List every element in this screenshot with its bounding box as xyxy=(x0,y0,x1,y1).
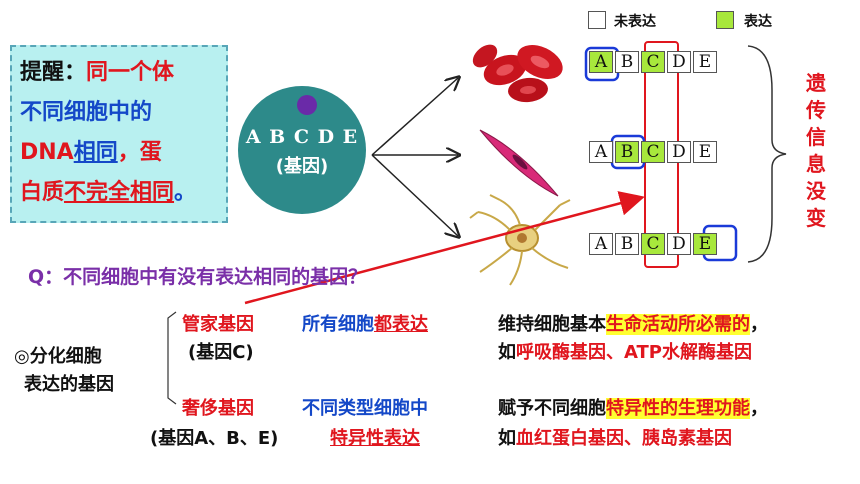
housekeeping-desc-a: 所有细胞 xyxy=(302,314,374,335)
cell-genes: A B C D E xyxy=(245,126,359,148)
nucleus-dot xyxy=(297,95,317,115)
housekeeping-examples: 如呼吸酶基因、ATP水解酶基因 xyxy=(498,338,752,364)
legend-expressed-label: 表达 xyxy=(744,14,772,30)
reminder-text-4: 相同 xyxy=(73,140,118,165)
gene-cell: C xyxy=(641,51,665,73)
housekeeping-role-a: 维持细胞基本 xyxy=(498,314,606,335)
gene-cell: E xyxy=(693,141,717,163)
housekeeping-role-c: ， xyxy=(750,314,768,335)
reminder-prefix: 提醒： xyxy=(20,60,87,85)
luxury-gene-example: (基因A、B、E) xyxy=(150,428,279,449)
housekeeping-gene-example: (基因C) xyxy=(188,342,254,363)
curly-brace xyxy=(747,45,787,263)
vertical-char: 遗 xyxy=(806,71,826,95)
gene-cell: A xyxy=(589,233,613,255)
housekeeping-desc-b: 都表达 xyxy=(374,314,428,335)
reminder-text-1: 同一个体 xyxy=(86,60,175,85)
luxury-desc-b: 特异性表达 xyxy=(330,428,420,449)
gene-cell: C xyxy=(641,141,665,163)
reminder-text-6: 白质 xyxy=(20,180,65,205)
luxury-role: 赋予不同细胞特异性的生理功能， xyxy=(498,394,768,420)
reminder-box: 提醒：同一个体 不同细胞中的 DNA相同，蛋 白质不完全相同。 xyxy=(10,45,228,223)
classification-title-2: 表达的基因 xyxy=(24,374,114,395)
housekeeping-role: 维持细胞基本生命活动所必需的， xyxy=(498,310,768,336)
reminder-text-2: 不同细胞中的 xyxy=(20,100,153,125)
luxury-role-c: ， xyxy=(750,398,768,419)
legend-unexpressed-label: 未表达 xyxy=(614,14,656,30)
red-arrow xyxy=(244,191,645,305)
luxury-ex-b: 血红蛋白基因、胰岛素基因 xyxy=(516,428,732,449)
gene-cell: E xyxy=(693,51,717,73)
vertical-char: 没 xyxy=(806,179,826,203)
vertical-char: 变 xyxy=(806,206,826,230)
arrow-to-neuron xyxy=(371,154,458,236)
gene-cell: D xyxy=(667,51,691,73)
housekeeping-ex-b: 呼吸酶基因、ATP水解酶基因 xyxy=(516,342,753,363)
reminder-text-3: DNA xyxy=(20,140,74,165)
red-blood-cells-image xyxy=(472,44,563,103)
gene-cell: C xyxy=(641,233,665,255)
gene-cell: A xyxy=(589,141,613,163)
smooth-muscle-cell-image xyxy=(479,129,559,197)
reminder-text-5: ，蛋 xyxy=(117,140,162,165)
gene-cell: D xyxy=(667,141,691,163)
gene-cell: D xyxy=(667,233,691,255)
reminder-text-8: 。 xyxy=(174,180,197,205)
gene-cell: B xyxy=(615,233,639,255)
question-text: Q：不同细胞中有没有表达相同的基因？ xyxy=(28,266,368,288)
luxury-examples: 如血红蛋白基因、胰岛素基因 xyxy=(498,424,732,450)
luxury-role-b: 特异性的生理功能 xyxy=(606,398,750,419)
cell-label: (基因) xyxy=(275,156,329,177)
legend-unexpressed-swatch xyxy=(588,11,606,29)
housekeeping-ex-a: 如 xyxy=(498,342,516,363)
vertical-char: 信 xyxy=(806,125,826,149)
reminder-text-7: 不完全相同 xyxy=(64,180,175,205)
luxury-ex-a: 如 xyxy=(498,428,516,449)
luxury-gene-name: 奢侈基因 xyxy=(182,398,254,419)
classification-brace xyxy=(167,311,177,405)
vertical-text: 遗 传 信 息 没 变 xyxy=(804,70,828,232)
gene-cell: B xyxy=(615,51,639,73)
luxury-role-a: 赋予不同细胞 xyxy=(498,398,606,419)
vertical-char: 传 xyxy=(806,98,826,122)
vertical-char: 息 xyxy=(806,152,826,176)
legend-expressed-swatch xyxy=(716,11,734,29)
housekeeping-role-b: 生命活动所必需的 xyxy=(606,314,750,335)
housekeeping-gene-name: 管家基因 xyxy=(182,314,254,335)
arrow-to-rbc xyxy=(371,78,458,156)
gene-cell: A xyxy=(589,51,613,73)
classification-title-1: ◎分化细胞 xyxy=(14,346,102,367)
luxury-desc-a: 不同类型细胞中 xyxy=(302,398,428,419)
gene-cell: E xyxy=(693,233,717,255)
gene-cell: B xyxy=(615,141,639,163)
housekeeping-desc: 所有细胞都表达 xyxy=(302,310,428,336)
